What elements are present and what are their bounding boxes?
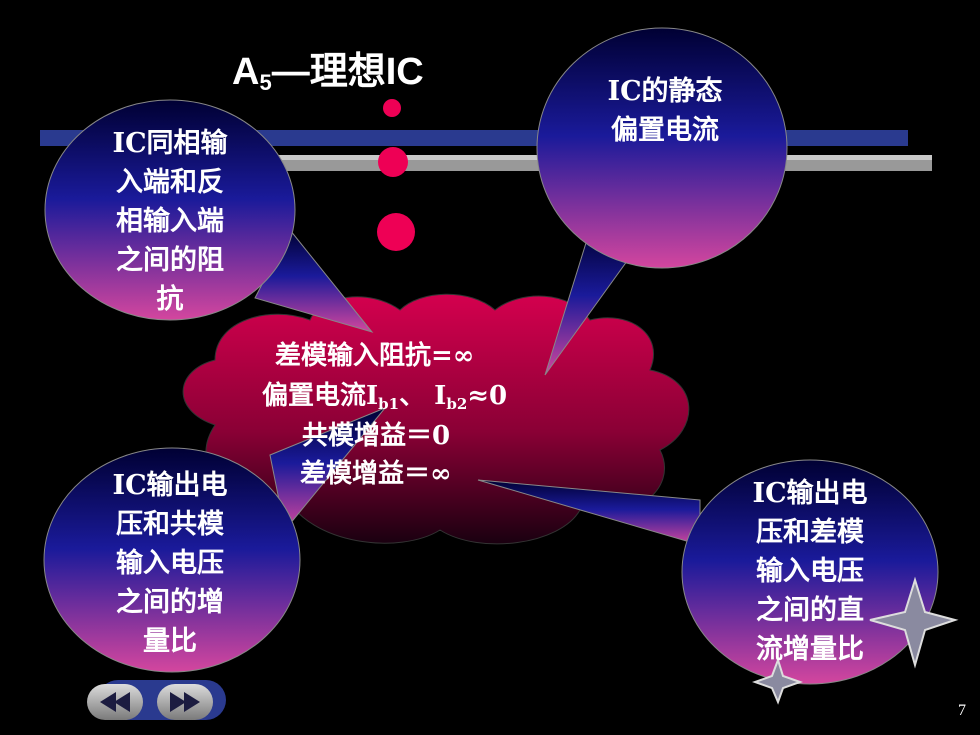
bubble-top-left-shape	[44, 99, 374, 333]
next-slide-button[interactable]	[156, 682, 214, 722]
cloud-line-diff-impedance: 差模输入阻抗=∞	[275, 341, 475, 371]
star-decoration-small	[751, 656, 804, 705]
bubble-top-left-text: IC同相输 入端和反 相输入端 之间的阻 抗	[112, 128, 228, 315]
prev-arrow-icon	[87, 684, 143, 720]
bubble-bottom-right-shape	[477, 459, 939, 685]
cloud-line-diff-gain: 差模增益＝∞	[300, 459, 452, 489]
bubble-bottom-left-text: IC输出电 压和共模 输入电压 之间的增 量比	[112, 470, 228, 657]
page-number: 7	[958, 702, 966, 719]
thought-dot-medium	[378, 147, 408, 177]
prev-slide-button[interactable]	[86, 682, 144, 722]
star-decoration-large	[869, 576, 959, 669]
bubble-bottom-right-text: IC输出电 压和差模 输入电压 之间的直 流增量比	[752, 478, 868, 665]
bubble-bottom-left-shape	[43, 407, 386, 673]
cloud-line-common-gain: 共模增益＝0	[302, 421, 451, 451]
slide-title: A5—理想IC	[232, 51, 424, 95]
bubble-top-right-shape	[536, 27, 788, 376]
thought-dot-large	[377, 213, 415, 251]
cloud-line-bias-current: 偏置电流Ib1、 Ib2≈0	[262, 381, 508, 413]
bubble-top-right-text: IC的静态 偏置电流	[607, 76, 723, 146]
next-arrow-icon	[157, 684, 213, 720]
thought-dot-small	[383, 99, 401, 117]
